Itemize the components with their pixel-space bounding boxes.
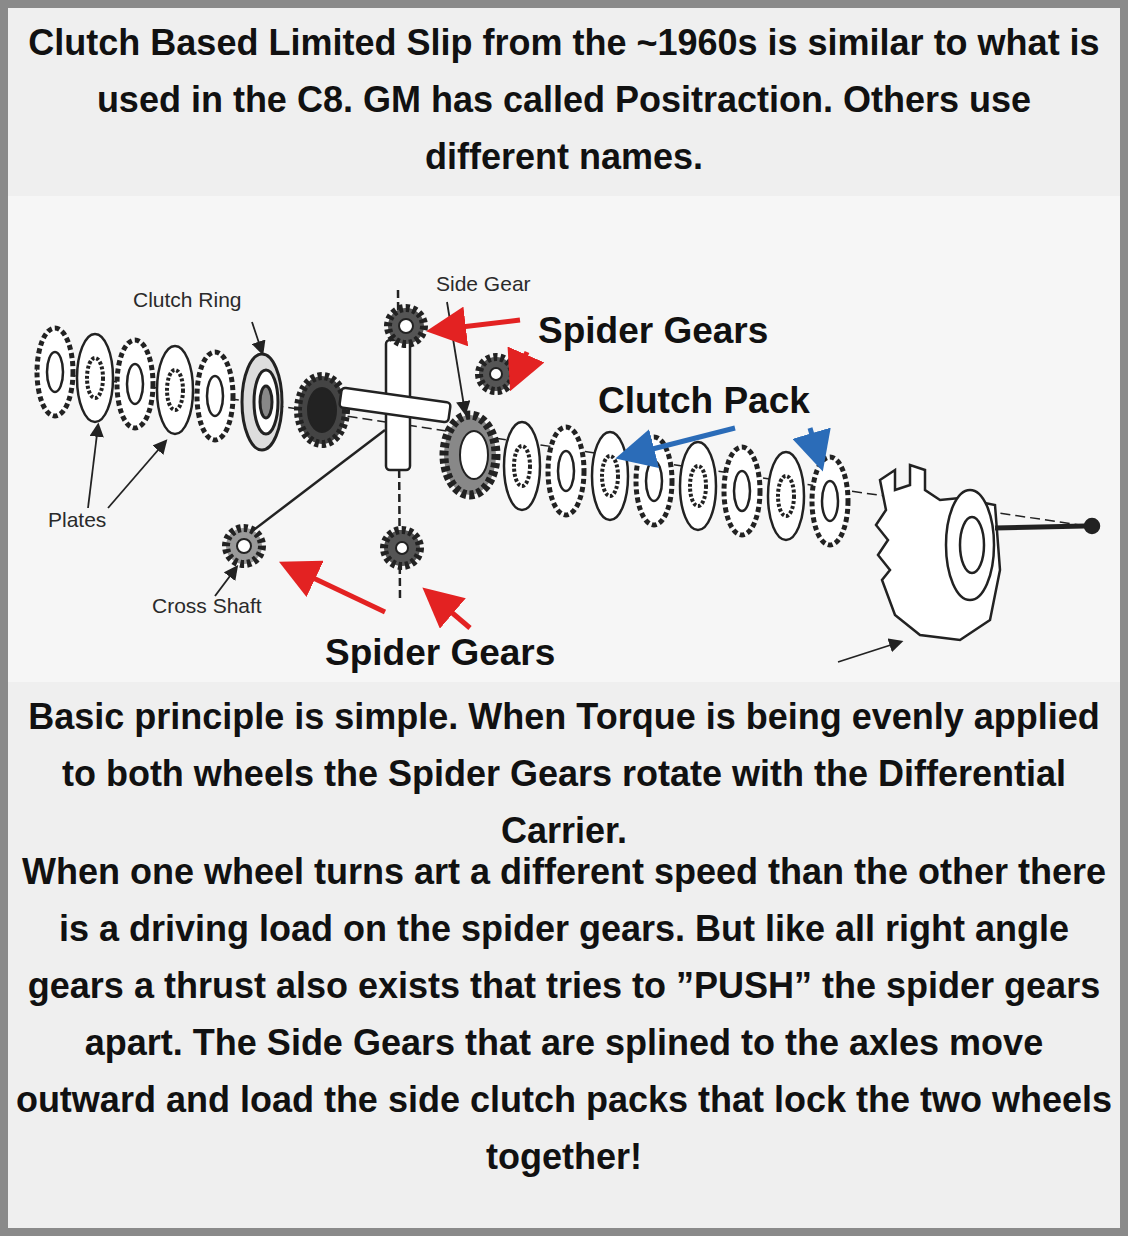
- part-label: Side Gear: [436, 272, 531, 296]
- part-label: Plates: [48, 508, 106, 532]
- title-heading: Clutch Based Limited Slip from the ~1960…: [24, 14, 1104, 185]
- callout-label: Spider Gears: [538, 310, 768, 352]
- part-label: Cross Shaft: [152, 594, 262, 618]
- callout-label: Spider Gears: [325, 632, 555, 674]
- part-label: Clutch Ring: [133, 288, 242, 312]
- callout-label: Clutch Pack: [598, 380, 810, 422]
- body-paragraph: When one wheel turns art a different spe…: [14, 843, 1114, 1185]
- body-paragraph: Basic principle is simple. When Torque i…: [14, 688, 1114, 859]
